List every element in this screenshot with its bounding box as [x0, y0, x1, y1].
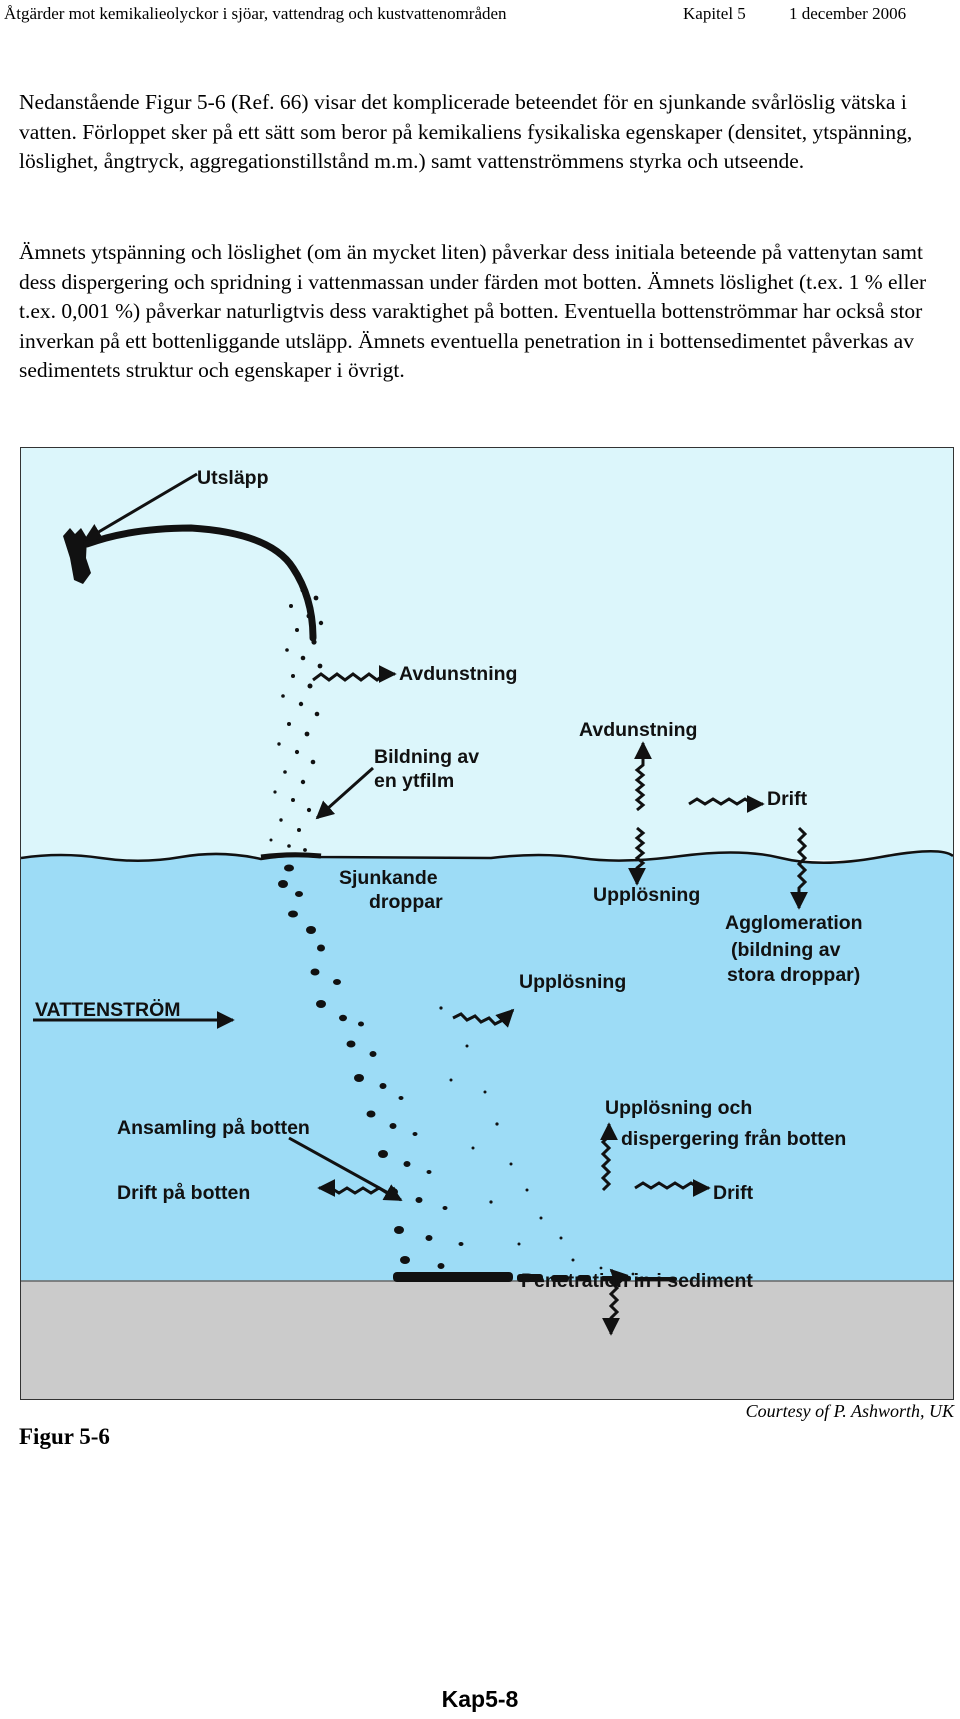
page-number: Kap5-8: [441, 1686, 519, 1712]
label-agglomeration-2: (bildning av: [731, 939, 841, 961]
label-avdunstning-1: Avdunstning: [399, 663, 517, 685]
label-upplosning-2: Upplösning: [519, 971, 626, 993]
figure-caption: Figur 5-6: [19, 1424, 110, 1449]
label-vattenstrom: VATTENSTRÖM: [35, 998, 181, 1021]
label-sjunkande-2: droppar: [369, 891, 443, 913]
label-upplosning-och: Upplösning och: [605, 1097, 752, 1119]
figure-credit: Courtesy of P. Ashworth, UK: [745, 1401, 954, 1421]
label-dispergering: dispergering från botten: [621, 1127, 846, 1150]
leaking-container: [63, 528, 91, 584]
label-utslapp: Utsläpp: [197, 467, 269, 489]
label-avdunstning-2: Avdunstning: [579, 719, 697, 741]
label-sjunkande-1: Sjunkande: [339, 867, 438, 889]
label-drift-bottom: Drift: [713, 1182, 754, 1204]
water-zone: [21, 851, 953, 1281]
header-title: Åtgärder mot kemikalieolyckor i sjöar, v…: [4, 4, 507, 23]
label-agglomeration-3: stora droppar): [727, 964, 860, 986]
paragraph-2: Ämnets ytspänning och löslighet (om än m…: [19, 240, 927, 383]
arrows: [33, 472, 808, 1336]
sediment-zone: [21, 1281, 953, 1399]
label-bildning-1: Bildning av: [374, 746, 479, 768]
label-drift-pa-botten: Drift på botten: [117, 1181, 250, 1204]
air-zone: [21, 448, 953, 860]
label-drift-surface: Drift: [767, 788, 808, 810]
label-upplosning-1: Upplösning: [593, 884, 700, 906]
header-date: 1 december 2006: [789, 4, 907, 23]
surface-film: [260, 852, 322, 860]
label-penetration: Penetration in i sediment: [521, 1270, 753, 1292]
paragraph-1: Nedanstående Figur 5-6 (Ref. 66) visar d…: [19, 90, 913, 174]
falling-droplets: [269, 587, 324, 852]
pour-stream: [83, 524, 317, 642]
label-agglomeration-1: Agglomeration: [725, 912, 863, 934]
figure-illustration: Utsläpp Avdunstning Avdunstning Bildning…: [20, 448, 954, 1399]
sinking-droplets: [278, 864, 635, 1276]
figure-5-6: Utsläpp Avdunstning Avdunstning Bildning…: [20, 447, 954, 1400]
label-bildning-2: en ytfilm: [374, 770, 454, 792]
water-surface-line: [20, 850, 954, 865]
header-chapter: Kapitel 5: [683, 4, 746, 23]
label-ansamling: Ansamling på botten: [117, 1116, 310, 1139]
